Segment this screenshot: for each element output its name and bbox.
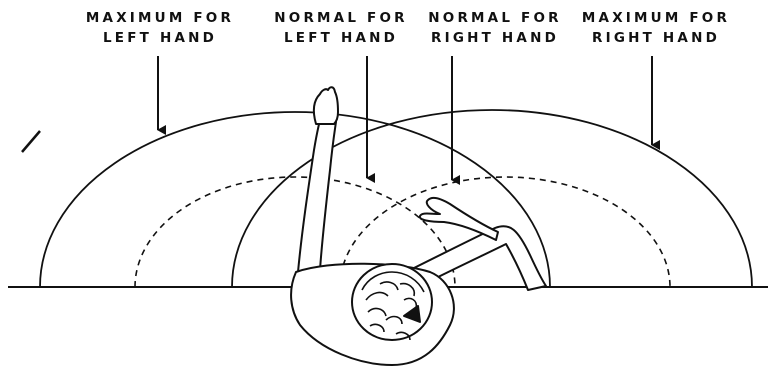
label-normal-left-hand: NORMAL FOR LEFT HAND <box>266 8 416 48</box>
label-normal-right-hand: NORMAL FOR RIGHT HAND <box>420 8 570 48</box>
label-line: NORMAL FOR <box>266 8 416 28</box>
head <box>352 264 432 340</box>
label-line: RIGHT HAND <box>576 28 736 48</box>
label-line: MAXIMUM FOR <box>80 8 240 28</box>
left-hand <box>314 87 338 124</box>
label-maximum-left-hand: MAXIMUM FOR LEFT HAND <box>80 8 240 48</box>
left-arm <box>298 120 336 272</box>
right-hand <box>420 198 498 240</box>
stray-mark <box>22 131 40 152</box>
label-line: MAXIMUM FOR <box>576 8 736 28</box>
label-line: LEFT HAND <box>266 28 416 48</box>
label-line: RIGHT HAND <box>420 28 570 48</box>
label-line: NORMAL FOR <box>420 8 570 28</box>
worker-figure <box>291 87 546 365</box>
label-line: LEFT HAND <box>80 28 240 48</box>
label-maximum-right-hand: MAXIMUM FOR RIGHT HAND <box>576 8 736 48</box>
